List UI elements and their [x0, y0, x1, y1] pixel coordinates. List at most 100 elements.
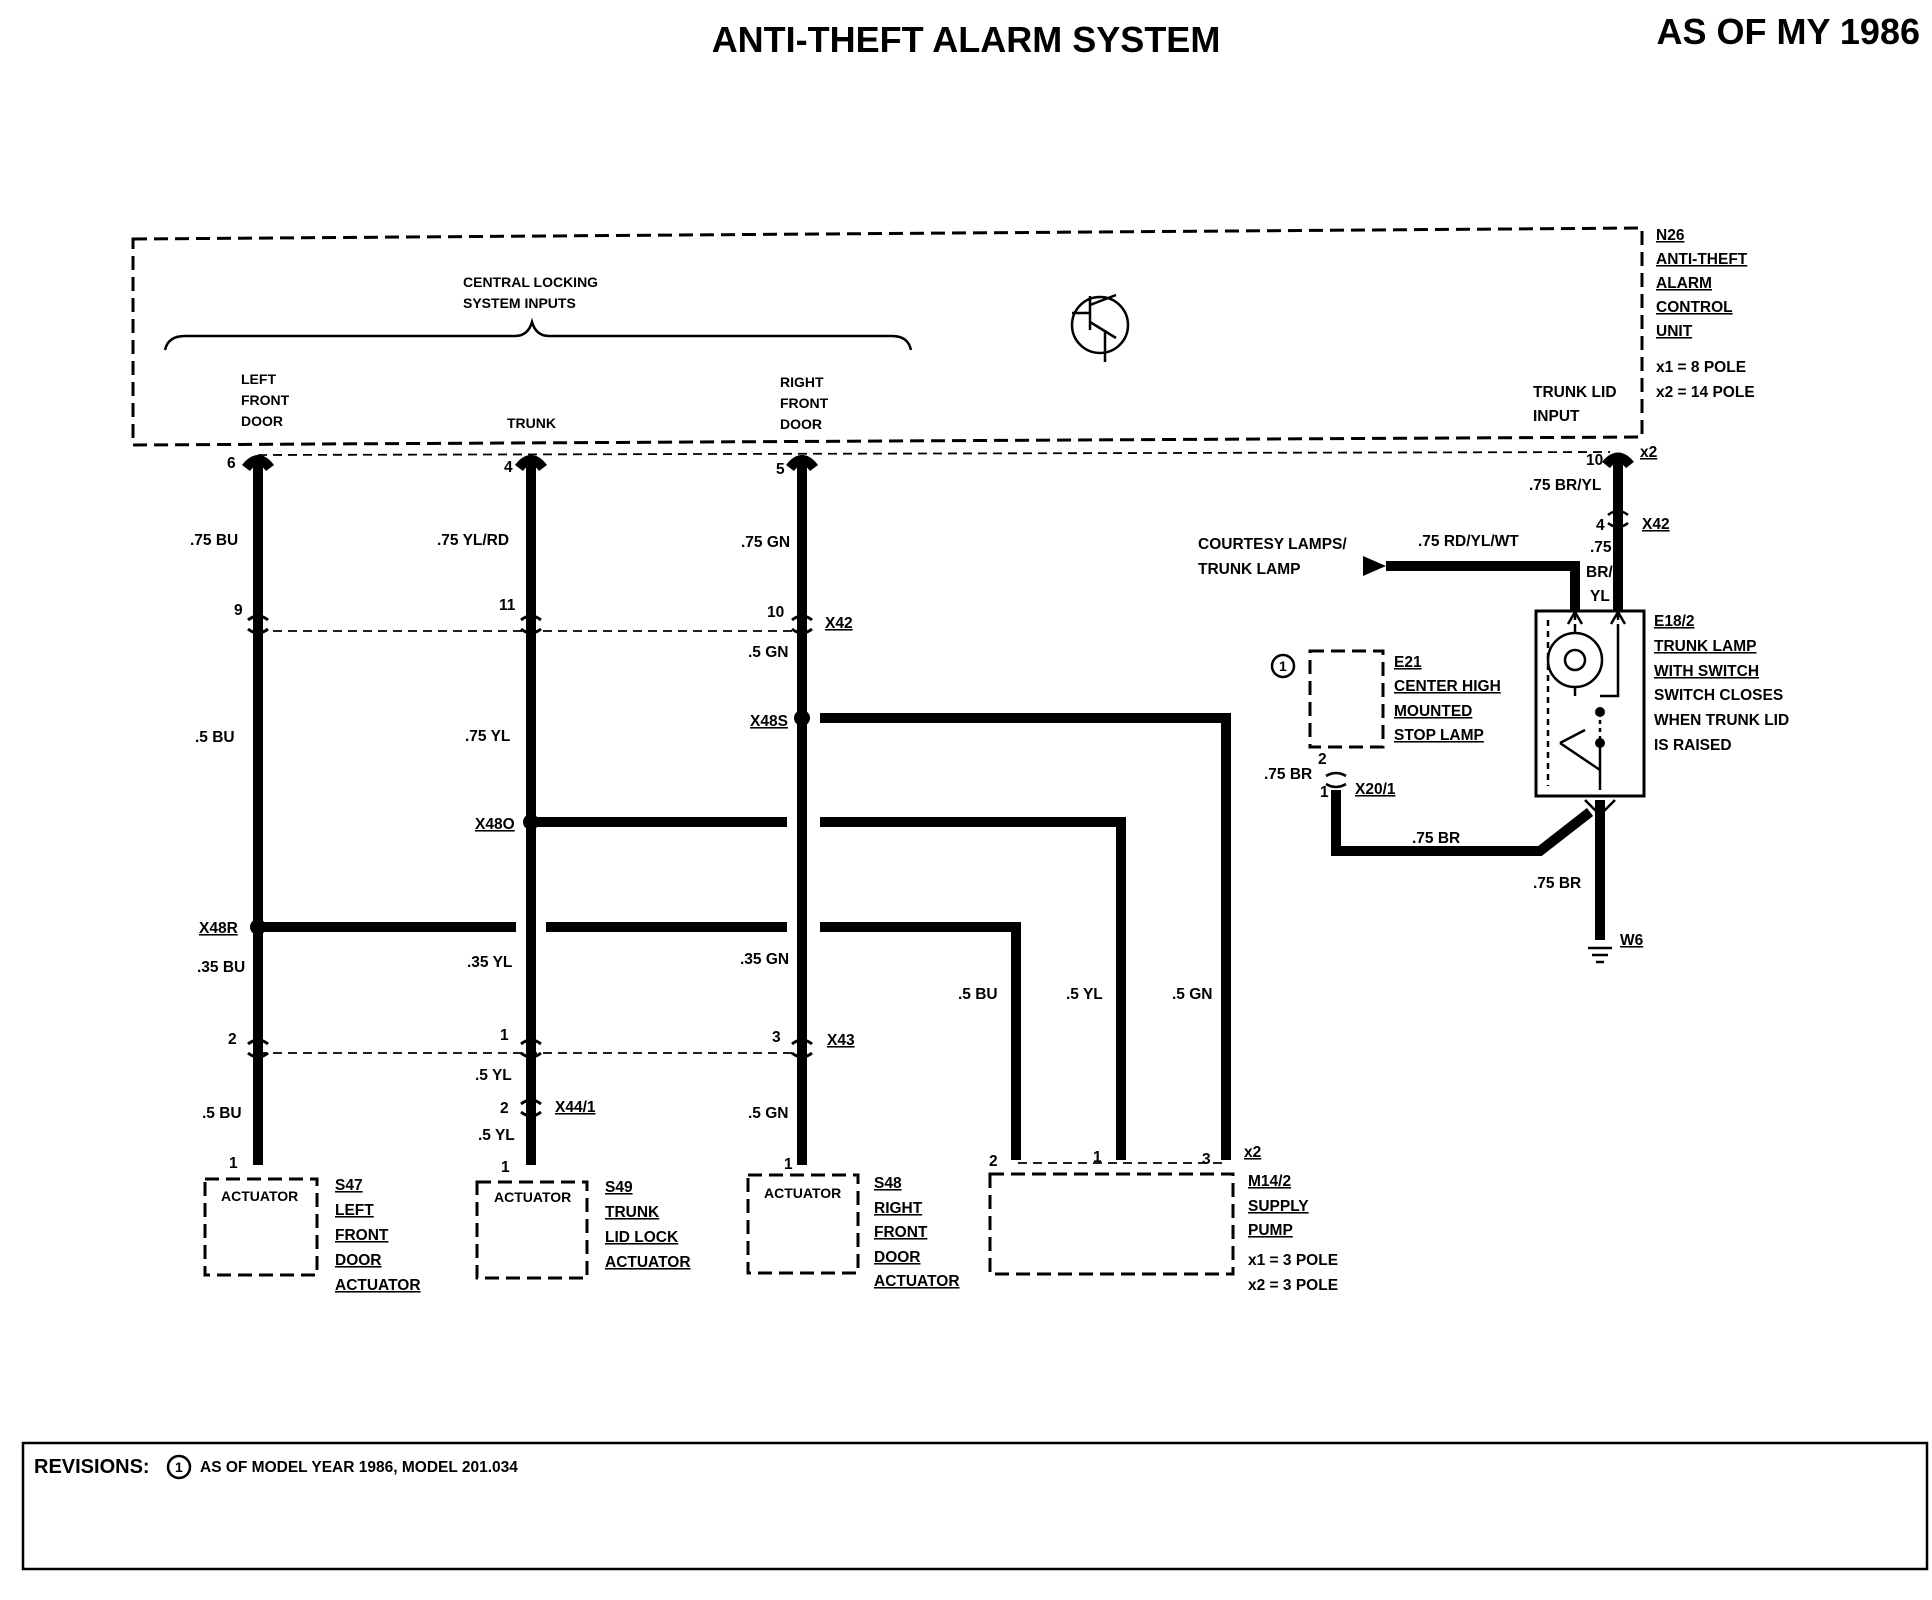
svg-text:.35 YL: .35 YL — [467, 954, 512, 971]
svg-text:FRONT: FRONT — [874, 1224, 928, 1241]
svg-text:YL: YL — [1590, 588, 1610, 605]
svg-text:CENTER HIGH: CENTER HIGH — [1394, 678, 1501, 695]
svg-text:X48O: X48O — [475, 816, 515, 833]
courtesy-lamps-wire: COURTESY LAMPS/ TRUNK LAMP .75 RD/YL/WT — [1198, 533, 1580, 610]
svg-text:.75 YL/RD: .75 YL/RD — [437, 532, 509, 549]
svg-text:X20/1: X20/1 — [1355, 781, 1396, 798]
svg-text:x2: x2 — [1640, 444, 1657, 461]
svg-text:4: 4 — [504, 459, 513, 476]
svg-text:SYSTEM INPUTS: SYSTEM INPUTS — [463, 295, 576, 311]
svg-text:1: 1 — [229, 1155, 238, 1172]
svg-text:WHEN TRUNK LID: WHEN TRUNK LID — [1654, 712, 1789, 729]
svg-text:X43: X43 — [827, 1032, 855, 1049]
svg-text:.5 GN: .5 GN — [1172, 986, 1212, 1003]
svg-text:STOP LAMP: STOP LAMP — [1394, 727, 1484, 744]
wire-left-front-door — [242, 455, 274, 1165]
svg-text:.5 GN: .5 GN — [748, 1105, 788, 1122]
connector-breaks — [247, 614, 813, 1118]
svg-text:N26: N26 — [1656, 227, 1685, 244]
svg-text:.5 BU: .5 BU — [195, 729, 235, 746]
wire-right-front-door — [786, 455, 818, 1165]
wire-pump-gn — [820, 713, 1231, 1160]
svg-text:S47: S47 — [335, 1177, 363, 1194]
actuator-s49: ACTUATOR S49 TRUNK LID LOCK ACTUATOR — [475, 1179, 691, 1280]
svg-text:REVISIONS:: REVISIONS: — [34, 1456, 150, 1478]
svg-text:4: 4 — [1596, 517, 1605, 534]
svg-text:ALARM: ALARM — [1656, 275, 1712, 292]
svg-text:1: 1 — [501, 1159, 510, 1176]
svg-text:.75 BR: .75 BR — [1264, 766, 1312, 783]
svg-text:11: 11 — [499, 597, 516, 614]
svg-text:AS OF MODEL YEAR 1986, MODEL 2: AS OF MODEL YEAR 1986, MODEL 201.034 — [200, 1459, 518, 1476]
svg-text:.75 GN: .75 GN — [741, 534, 790, 551]
svg-text:1: 1 — [500, 1027, 509, 1044]
revisions-note: REVISIONS: 1 AS OF MODEL YEAR 1986, MODE… — [34, 1454, 518, 1480]
wire-trunk-lid-input: 10 x2 .75 BR/YL 4 X42 .75 BR/ YL — [1529, 444, 1670, 610]
wire-labels-pump: .5 BU .5 YL .5 GN — [958, 986, 1212, 1003]
svg-text:TRUNK LAMP: TRUNK LAMP — [1654, 638, 1756, 655]
svg-text:RIGHT: RIGHT — [874, 1200, 923, 1217]
svg-text:E21: E21 — [1394, 654, 1422, 671]
svg-text:ANTI-THEFT: ANTI-THEFT — [1656, 251, 1748, 268]
svg-text:.75 BR/YL: .75 BR/YL — [1529, 477, 1601, 494]
svg-text:5: 5 — [776, 461, 785, 478]
svg-text:.5 YL: .5 YL — [475, 1067, 512, 1084]
actuator-s47: ACTUATOR S47 LEFT FRONT DOOR ACTUATOR — [203, 1177, 421, 1294]
svg-text:DOOR: DOOR — [780, 416, 822, 432]
wire-labels-left: .75 BU .5 BU .35 BU .5 BU — [190, 532, 245, 1122]
svg-text:.75 BU: .75 BU — [190, 532, 238, 549]
wire-pump-bu — [258, 922, 1021, 1160]
input-trunk-lid: TRUNK LID INPUT — [1533, 384, 1617, 425]
input-right-front-door: RIGHT FRONT DOOR — [780, 374, 829, 432]
transistor-symbol — [1070, 293, 1130, 362]
svg-text:UNIT: UNIT — [1656, 323, 1693, 340]
svg-text:x1 = 8 POLE: x1 = 8 POLE — [1656, 359, 1746, 376]
central-locking-inputs: CENTRAL LOCKING SYSTEM INPUTS — [163, 274, 913, 351]
input-trunk: TRUNK — [507, 415, 556, 431]
svg-text:MOUNTED: MOUNTED — [1394, 703, 1472, 720]
input-left-front-door: LEFT FRONT DOOR — [241, 371, 290, 429]
svg-text:X48R: X48R — [199, 920, 238, 937]
ground-w6-label: W6 — [1620, 932, 1644, 949]
model-year-label: AS OF MY 1986 — [1657, 11, 1920, 52]
svg-text:BR/: BR/ — [1586, 564, 1613, 581]
svg-text:2: 2 — [228, 1031, 237, 1048]
revisions-box — [21, 1441, 1929, 1571]
svg-text:x2 = 3 POLE: x2 = 3 POLE — [1248, 1277, 1338, 1294]
svg-text:CENTRAL LOCKING: CENTRAL LOCKING — [463, 274, 598, 290]
svg-text:S49: S49 — [605, 1179, 633, 1196]
svg-text:.35 BU: .35 BU — [197, 959, 245, 976]
svg-text:3: 3 — [772, 1029, 781, 1046]
stop-lamp-e21: 1 E21 CENTER HIGH MOUNTED STOP LAMP 2 .7… — [1264, 649, 1501, 801]
svg-text:ACTUATOR: ACTUATOR — [221, 1188, 298, 1204]
svg-text:x1 = 3 POLE: x1 = 3 POLE — [1248, 1252, 1338, 1269]
control-unit-label: N26 ANTI-THEFT ALARM CONTROL UNIT x1 = 8… — [1656, 227, 1755, 401]
svg-text:x2 = 14 POLE: x2 = 14 POLE — [1656, 384, 1755, 401]
diagram-title: ANTI-THEFT ALARM SYSTEM — [712, 19, 1221, 60]
svg-text:IS RAISED: IS RAISED — [1654, 737, 1732, 754]
svg-text:PUMP: PUMP — [1248, 1222, 1293, 1239]
svg-text:X48S: X48S — [750, 713, 788, 730]
svg-text:X42: X42 — [1642, 516, 1670, 533]
svg-text:FRONT: FRONT — [335, 1227, 389, 1244]
svg-text:CONTROL: CONTROL — [1656, 299, 1733, 316]
svg-text:.75 RD/YL/WT: .75 RD/YL/WT — [1418, 533, 1519, 550]
svg-text:1: 1 — [1320, 784, 1329, 801]
svg-text:.5 YL: .5 YL — [478, 1127, 515, 1144]
wire-trunk — [515, 455, 547, 1165]
svg-text:.5 GN: .5 GN — [748, 644, 788, 661]
svg-text:TRUNK LID: TRUNK LID — [1533, 384, 1617, 401]
svg-text:LEFT: LEFT — [335, 1202, 374, 1219]
svg-text:2: 2 — [989, 1153, 998, 1170]
ground-wires: .75 BR .75 BR — [1331, 790, 1616, 940]
svg-text:M14/2: M14/2 — [1248, 1173, 1291, 1190]
svg-text:X42: X42 — [825, 615, 853, 632]
svg-text:.75: .75 — [1590, 539, 1612, 556]
svg-text:ACTUATOR: ACTUATOR — [874, 1273, 960, 1290]
connector-line-x2 — [257, 451, 1611, 456]
svg-text:.75 BR: .75 BR — [1533, 875, 1581, 892]
svg-text:ACTUATOR: ACTUATOR — [764, 1185, 841, 1201]
svg-text:ACTUATOR: ACTUATOR — [335, 1277, 421, 1294]
svg-text:FRONT: FRONT — [780, 395, 829, 411]
